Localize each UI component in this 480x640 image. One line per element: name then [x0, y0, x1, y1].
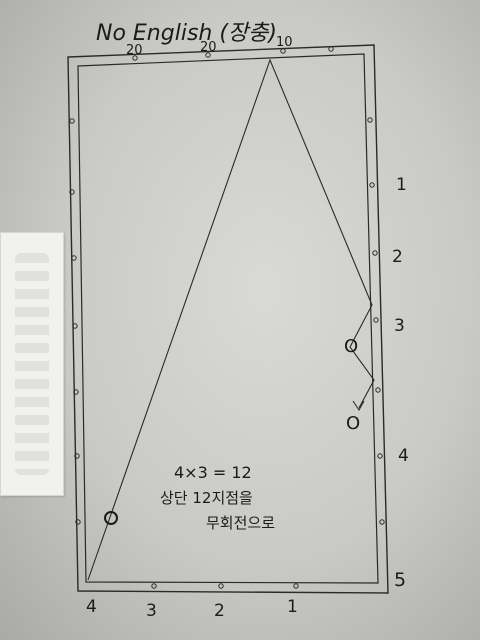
right-label-5: 5 [394, 569, 406, 591]
diamond-marker [373, 317, 379, 323]
diamond-marker [74, 453, 80, 459]
table-inner-cushion [77, 53, 379, 584]
object-ball-mark-1: O [344, 336, 358, 357]
annotation-line-2: 상단 12지점을 [160, 489, 253, 507]
path-arrowhead [352, 400, 365, 412]
bottom-label-3: 3 [146, 601, 157, 621]
cue-ball-circle [104, 511, 118, 525]
diamond-marker [218, 583, 224, 589]
diamond-marker [375, 387, 381, 393]
bottom-label-1: 1 [287, 597, 298, 617]
rail-diamonds [69, 46, 385, 589]
diamond-marker [280, 48, 286, 54]
title-text: No English (장충) [96, 21, 277, 46]
right-label-3: 3 [394, 316, 405, 336]
diamond-marker [69, 189, 75, 195]
diamond-marker [293, 583, 299, 589]
diamond-marker [69, 118, 75, 124]
right-label-4: 4 [398, 446, 409, 466]
diamond-marker [205, 52, 211, 58]
diamond-marker [71, 255, 77, 261]
diamond-marker [328, 46, 334, 52]
diamond-marker [377, 453, 383, 459]
top-label-right: 10 [276, 35, 293, 50]
diamond-marker [73, 389, 79, 395]
diamond-marker [372, 250, 378, 256]
object-ball-mark-2: O [346, 413, 360, 434]
diamond-marker [75, 519, 81, 525]
right-label-1: 1 [396, 175, 407, 195]
bottom-label-2: 2 [214, 601, 225, 621]
diamond-marker [72, 323, 78, 329]
diamond-marker [132, 55, 138, 61]
table-outer-rail [67, 44, 389, 594]
attached-note-strip [0, 232, 64, 496]
annotation-formula: 4×3 = 12 [174, 463, 252, 482]
diamond-marker [369, 182, 375, 188]
right-label-2: 2 [392, 247, 403, 267]
diamond-marker [379, 519, 385, 525]
ball-path [87, 58, 375, 581]
bottom-label-4: 4 [86, 597, 97, 617]
annotation-line-3: 무회전으로 [206, 514, 275, 532]
diamond-marker [151, 583, 157, 589]
diamond-marker [367, 117, 373, 123]
